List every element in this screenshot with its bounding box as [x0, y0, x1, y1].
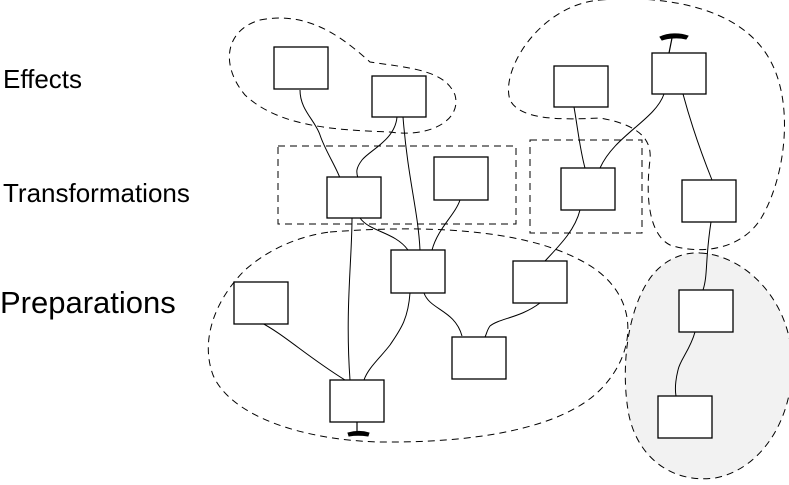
connector: [573, 106, 586, 169]
connector: [702, 221, 712, 291]
node-box: [433, 156, 489, 201]
node-box: [657, 395, 713, 439]
node-box: [329, 379, 385, 423]
connector: [674, 331, 696, 397]
node-box: [553, 65, 609, 108]
node-box: [678, 289, 734, 333]
shaded-region: [624, 252, 789, 480]
connector: [431, 199, 461, 251]
preparations-region: [207, 228, 629, 443]
effects-group-right-region: [508, 0, 785, 251]
node-box: [560, 167, 616, 211]
node-box: [681, 179, 737, 223]
node-box: [326, 176, 382, 219]
node-box: [371, 75, 427, 118]
connector: [356, 116, 398, 179]
transformation-group-right-region: [529, 139, 643, 234]
preparations-label: Preparations: [0, 285, 176, 320]
node-box: [233, 281, 289, 325]
connector: [682, 93, 713, 181]
connector: [347, 217, 353, 381]
connector: [402, 116, 421, 251]
connector: [544, 209, 581, 262]
transformation-group-left-region: [277, 145, 517, 225]
effects-label: Effects: [3, 64, 83, 94]
effects-group-left-region: [229, 17, 457, 134]
top-mark: [668, 37, 673, 54]
connector: [363, 292, 411, 381]
connector: [599, 93, 665, 169]
connector: [423, 292, 463, 337]
node-box: [451, 336, 507, 380]
top-mark-head: [659, 33, 689, 41]
connector: [359, 217, 409, 251]
connector: [299, 89, 341, 179]
node-box: [273, 46, 329, 90]
transformations-label: Transformations: [3, 178, 190, 208]
node-box: [390, 249, 446, 294]
connector: [484, 302, 541, 338]
node-box: [512, 260, 568, 304]
connector: [259, 321, 346, 381]
bottom-mark-head: [347, 431, 370, 437]
node-box: [651, 52, 707, 95]
